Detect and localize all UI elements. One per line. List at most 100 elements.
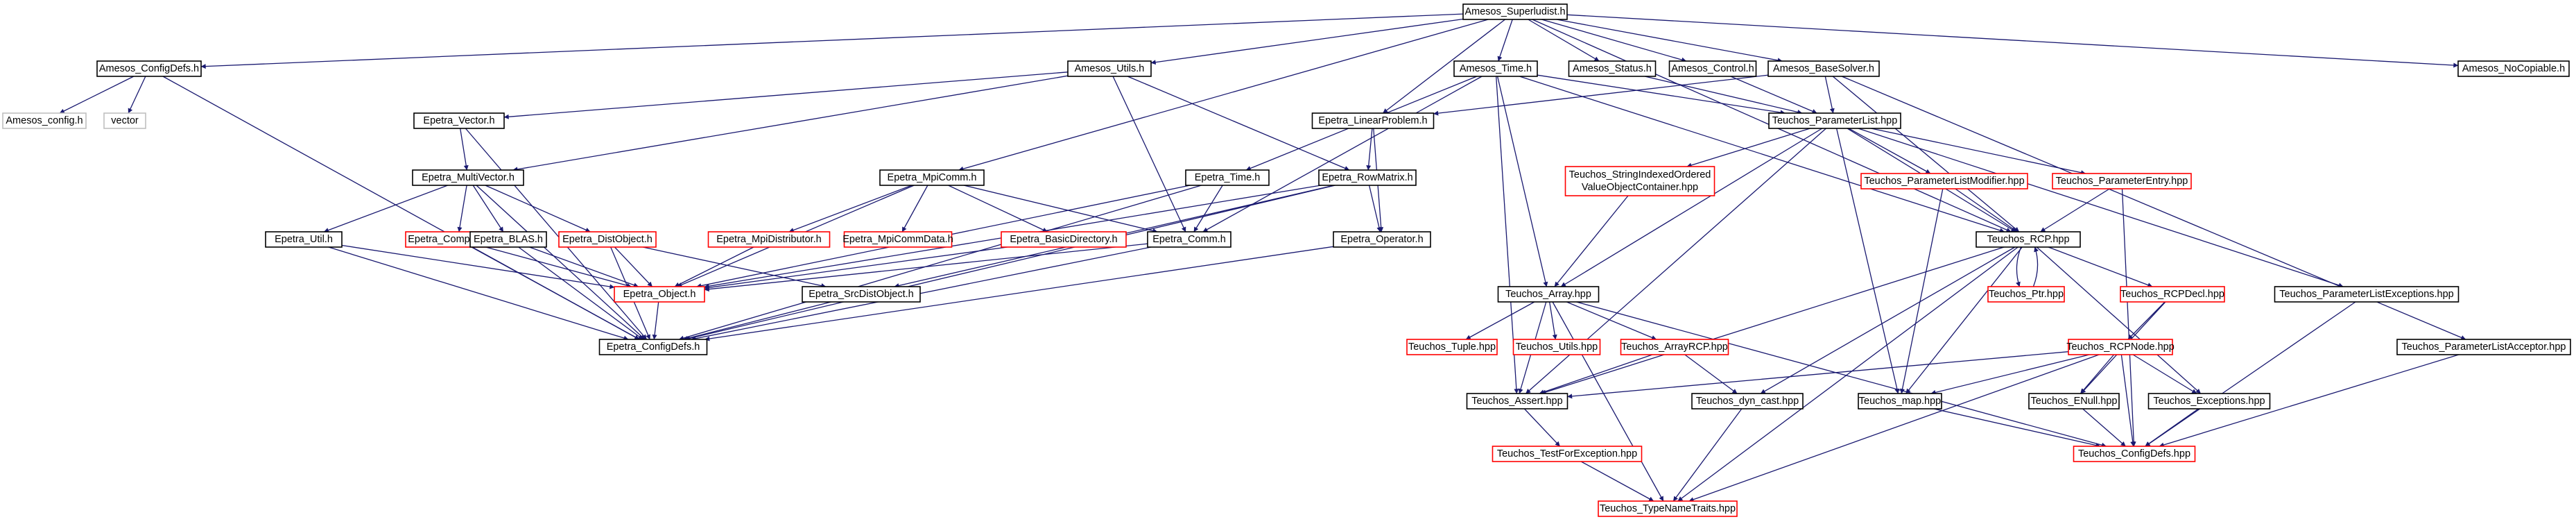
graph-node-epetra-rowmatrix[interactable]: Epetra_RowMatrix.h	[1318, 169, 1417, 186]
node-label: Amesos_Control.h	[1671, 63, 1754, 74]
graph-node-epetra-linearproblem[interactable]: Epetra_LinearProblem.h	[1311, 112, 1435, 129]
graph-node-epetra-operator[interactable]: Epetra_Operator.h	[1333, 231, 1431, 248]
edge-teuchos-rcpnode-to-teuchos-exceptions	[2132, 354, 2197, 394]
edge-teuchos-parameterlist-to-teuchos-parameterentry	[1871, 128, 2086, 176]
graph-node-teuchos-placceptor[interactable]: Teuchos_ParameterListAcceptor.hpp	[2396, 339, 2571, 355]
edge-epetra-linearproblem-to-epetra-rowmatrix	[1366, 128, 1373, 171]
graph-node-teuchos-ptr[interactable]: Teuchos_Ptr.hpp	[1987, 286, 2065, 303]
edge-epetra-multivector-to-epetra-distobject	[485, 185, 591, 233]
node-box	[614, 286, 705, 303]
graph-node-epetra-multivector[interactable]: Epetra_MultiVector.h	[412, 169, 524, 186]
graph-node-teuchos-stringindexed[interactable]: Teuchos_StringIndexedOrderedValueObjectC…	[1564, 166, 1715, 196]
graph-node-teuchos-plexceptions[interactable]: Teuchos_ParameterListExceptions.hpp	[2274, 286, 2460, 303]
graph-node-teuchos-utils[interactable]: Teuchos_Utils.hpp	[1512, 339, 1601, 355]
graph-node-epetra-mpicomm[interactable]: Epetra_MpiComm.h	[879, 169, 985, 186]
nodes: Amesos_Superludist.hAmesos_ConfigDefs.hA…	[2, 3, 2571, 517]
graph-node-teuchos-parameterlist[interactable]: Teuchos_ParameterList.hpp	[1768, 112, 1901, 129]
edge-superludist-to-amesos-nocopiable	[1566, 14, 2459, 68]
graph-node-amesos-configdefs[interactable]: Amesos_ConfigDefs.h	[96, 60, 202, 77]
graph-node-amesos-basesolver[interactable]: Amesos_BaseSolver.h	[1767, 60, 1880, 77]
node-box	[1147, 231, 1231, 248]
graph-node-teuchos-rcp[interactable]: Teuchos_RCP.hpp	[1976, 231, 2081, 248]
node-box	[2147, 393, 2271, 409]
node-label: Amesos_Status.h	[1573, 63, 1652, 74]
node-box	[412, 169, 524, 186]
node-box	[1406, 339, 1498, 355]
graph-node-teuchos-tuple[interactable]: Teuchos_Tuple.hpp	[1406, 339, 1498, 355]
graph-node-vector[interactable]: vector	[103, 112, 146, 129]
graph-node-teuchos-rcpnode[interactable]: Teuchos_RCPNode.hpp	[2066, 339, 2175, 355]
node-box	[1568, 60, 1657, 77]
graph-node-teuchos-dyncast[interactable]: Teuchos_dyn_cast.hpp	[1691, 393, 1804, 409]
graph-node-teuchos-assert[interactable]: Teuchos_Assert.hpp	[1466, 393, 1568, 409]
graph-node-teuchos-typenametraits[interactable]: Teuchos_TypeNameTraits.hpp	[1598, 500, 1738, 517]
graph-node-epetra-util[interactable]: Epetra_Util.h	[265, 231, 343, 248]
graph-node-amesos-control[interactable]: Amesos_Control.h	[1668, 60, 1757, 77]
graph-node-epetra-time[interactable]: Epetra_Time.h	[1185, 169, 1270, 186]
edge-epetra-blas-to-epetra-configdefs	[518, 246, 643, 340]
graph-node-epetra-blas[interactable]: Epetra_BLAS.h	[469, 231, 547, 248]
node-box	[1497, 286, 1600, 303]
edge-teuchos-assert-to-teuchos-testforexception	[1523, 408, 1561, 447]
node-label: Teuchos_ParameterListModifier.hpp	[1864, 176, 2024, 187]
node-label: Teuchos_RCP.hpp	[1987, 234, 2069, 245]
edge-amesos-control-to-teuchos-parameterlist	[1730, 76, 1817, 114]
edge-epetra-compobject-to-epetra-object	[485, 246, 632, 288]
graph-node-epetra-comm[interactable]: Epetra_Comm.h	[1147, 231, 1231, 248]
graph-node-teuchos-configdefs[interactable]: Teuchos_ConfigDefs.hpp	[2073, 446, 2196, 462]
node-box	[879, 169, 985, 186]
graph-node-epetra-configdefs[interactable]: Epetra_ConfigDefs.h	[598, 339, 708, 355]
node-label: Teuchos_map.hpp	[1859, 396, 1942, 407]
graph-node-amesos-config[interactable]: Amesos_config.h	[2, 112, 87, 129]
graph-node-epetra-mpicommdata[interactable]: Epetra_MpiCommData.h	[842, 231, 953, 248]
graph-node-amesos-time[interactable]: Amesos_Time.h	[1453, 60, 1538, 77]
node-box	[1668, 60, 1757, 77]
edge-amesos-basesolver-to-teuchos-parameterlist	[1824, 76, 1835, 114]
graph-node-epetra-vector[interactable]: Epetra_Vector.h	[413, 112, 505, 129]
edge-teuchos-rcp-to-teuchos-assert	[1541, 246, 2005, 395]
graph-node-teuchos-rcpdecl[interactable]: Teuchos_RCPDecl.hpp	[2120, 286, 2225, 303]
graph-node-superludist[interactable]: Amesos_Superludist.h	[1462, 3, 1568, 20]
edge-epetra-distobject-to-epetra-object	[614, 246, 653, 287]
graph-node-amesos-utils[interactable]: Amesos_Utils.h	[1067, 60, 1152, 77]
node-box	[1987, 286, 2065, 303]
graph-node-epetra-distobject[interactable]: Epetra_DistObject.h	[558, 231, 657, 248]
edge-epetra-multivector-to-epetra-compobject	[457, 185, 467, 233]
edge-epetra-compobject-to-epetra-configdefs	[471, 246, 640, 340]
graph-node-teuchos-parameterentry[interactable]: Teuchos_ParameterEntry.hpp	[2052, 173, 2192, 189]
node-box	[1768, 112, 1901, 129]
graph-node-teuchos-map[interactable]: Teuchos_map.hpp	[1858, 393, 1942, 409]
edge-teuchos-array-to-teuchos-configdefs	[1576, 301, 2107, 448]
graph-node-teuchos-arrayrcp[interactable]: Teuchos_ArrayRCP.hpp	[1620, 339, 1729, 355]
graph-node-amesos-status[interactable]: Amesos_Status.h	[1568, 60, 1657, 77]
edge-amesos-configdefs-to-amesos-config	[59, 76, 135, 114]
graph-node-epetra-object[interactable]: Epetra_Object.h	[614, 286, 705, 303]
graph-node-teuchos-array[interactable]: Teuchos_Array.hpp	[1497, 286, 1600, 303]
node-label: Epetra_MultiVector.h	[422, 172, 515, 183]
node-label: Epetra_BLAS.h	[474, 234, 543, 245]
node-box	[1333, 231, 1431, 248]
edge-epetra-multivector-to-epetra-util	[323, 185, 448, 233]
edge-teuchos-enull-to-teuchos-configdefs	[2082, 408, 2126, 447]
graph-node-amesos-nocopiable[interactable]: Amesos_NoCopiable.h	[2457, 60, 2570, 77]
edge-epetra-srcdistobject-to-epetra-configdefs	[683, 301, 831, 341]
graph-node-teuchos-enull[interactable]: Teuchos_ENull.hpp	[2028, 393, 2120, 409]
graph-node-epetra-basicdirectory[interactable]: Epetra_BasicDirectory.h	[1001, 231, 1127, 248]
edge-epetra-comm-to-epetra-configdefs	[691, 246, 1152, 341]
edge-teuchos-rcp-to-teuchos-map	[1905, 246, 2023, 394]
node-box	[1067, 60, 1152, 77]
node-box	[1492, 446, 1643, 462]
edge-epetra-mpicomm-to-epetra-basicdirectory	[948, 185, 1048, 233]
graph-node-teuchos-testforexception[interactable]: Teuchos_TestForException.hpp	[1492, 446, 1643, 462]
graph-node-epetra-srcdistobject[interactable]: Epetra_SrcDistObject.h	[802, 286, 921, 303]
node-label: Teuchos_Utils.hpp	[1516, 341, 1598, 353]
graph-node-teuchos-exceptions[interactable]: Teuchos_Exceptions.hpp	[2147, 393, 2271, 409]
edge-amesos-utils-to-epetra-rowmatrix	[1127, 76, 1350, 171]
graph-node-teuchos-paramlistmodifier[interactable]: Teuchos_ParameterListModifier.hpp	[1860, 173, 2028, 189]
edge-teuchos-rcp-to-teuchos-exceptions	[2036, 246, 2202, 394]
edge-epetra-comm-to-epetra-object	[704, 243, 1148, 292]
edge-epetra-rowmatrix-to-epetra-configdefs	[685, 185, 1335, 341]
graph-node-epetra-mpidistributor[interactable]: Epetra_MpiDistributor.h	[707, 231, 831, 248]
edge-superludist-to-amesos-status	[1528, 19, 1600, 62]
